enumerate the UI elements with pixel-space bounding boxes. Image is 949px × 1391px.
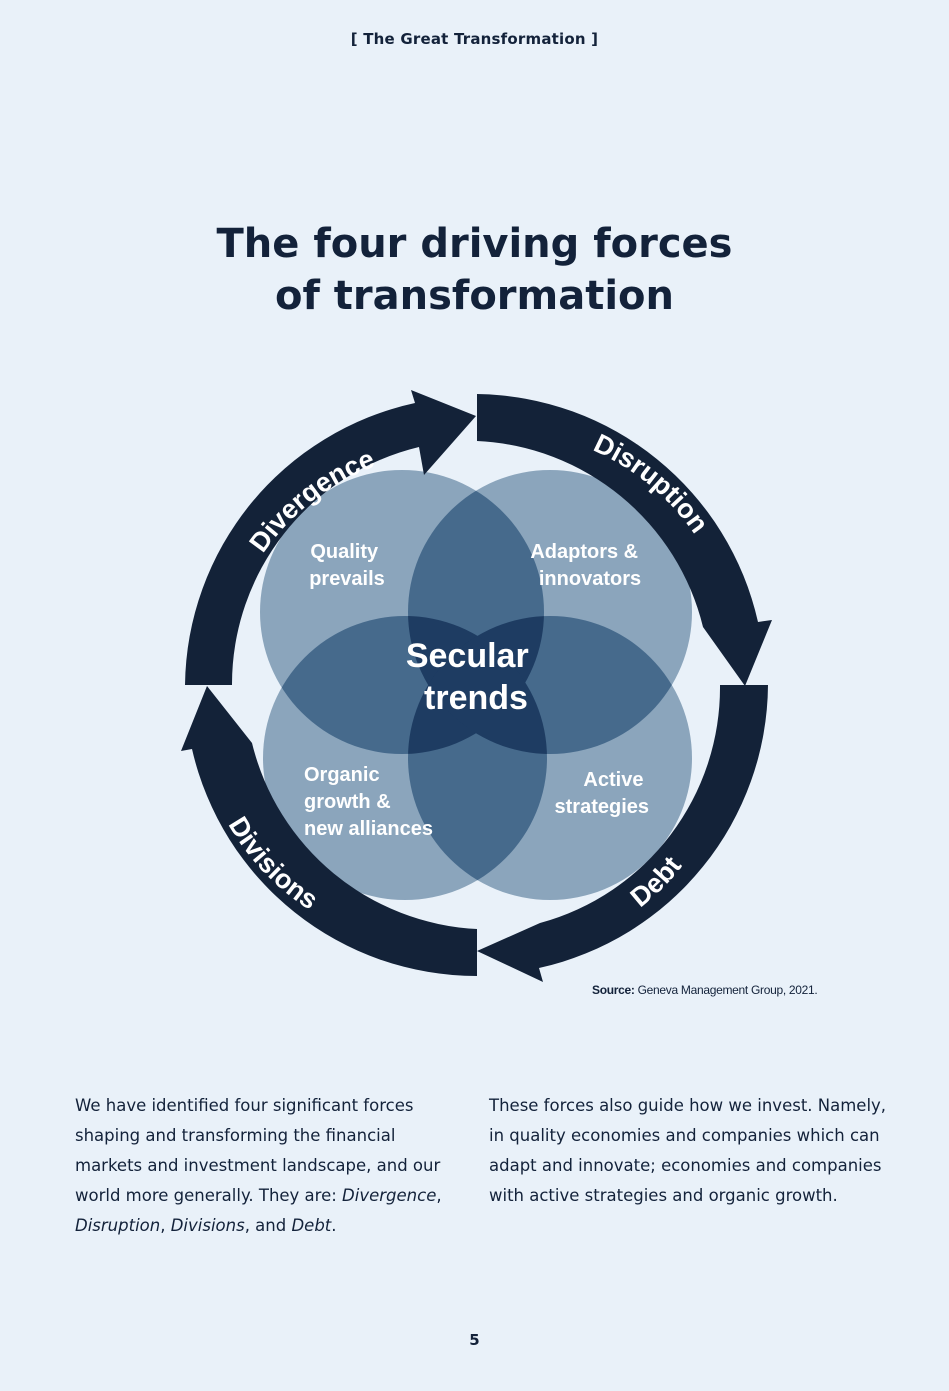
sep: , <box>160 1216 171 1235</box>
sep: . <box>331 1216 337 1235</box>
body-left-text: We have identified four significant forc… <box>75 1096 441 1205</box>
sep: , <box>436 1186 442 1205</box>
page-title: The four driving forces of transformatio… <box>0 218 949 322</box>
source-note: Source: Geneva Management Group, 2021. <box>592 983 818 997</box>
term-divisions: Divisions <box>170 1216 245 1235</box>
center-label: Secular trends <box>406 637 538 717</box>
arrow-divisions <box>181 686 477 977</box>
source-text: Geneva Management Group, 2021. <box>637 983 818 997</box>
sep: , and <box>244 1216 292 1235</box>
title-line-2: of transformation <box>274 273 674 319</box>
label-organic: Organic growth & new alliances <box>304 764 433 840</box>
label-active: Active strategies <box>555 769 650 818</box>
forces-diagram: Divergence Disruption Debt Divisions Qua… <box>181 390 772 982</box>
arrow-debt <box>477 685 768 982</box>
arrow-divergence <box>185 390 476 685</box>
term-divergence: Divergence <box>342 1186 437 1205</box>
arrow-disruption <box>477 394 772 686</box>
running-header: [ The Great Transformation ] <box>350 30 599 48</box>
label-quality: Quality prevails <box>309 541 385 590</box>
body-column-right: These forces also guide how we invest. N… <box>489 1096 887 1205</box>
source-label: Source: <box>592 983 635 997</box>
arrow-ring <box>181 390 772 982</box>
term-disruption: Disruption <box>75 1216 161 1235</box>
title-line-1: The four driving forces <box>216 221 733 267</box>
venn-circles <box>260 470 692 900</box>
term-debt: Debt <box>291 1216 332 1235</box>
page-number: 5 <box>469 1331 480 1349</box>
label-adaptors: Adaptors & innovators <box>530 541 643 590</box>
body-column-left: We have identified four significant forc… <box>75 1091 465 1241</box>
